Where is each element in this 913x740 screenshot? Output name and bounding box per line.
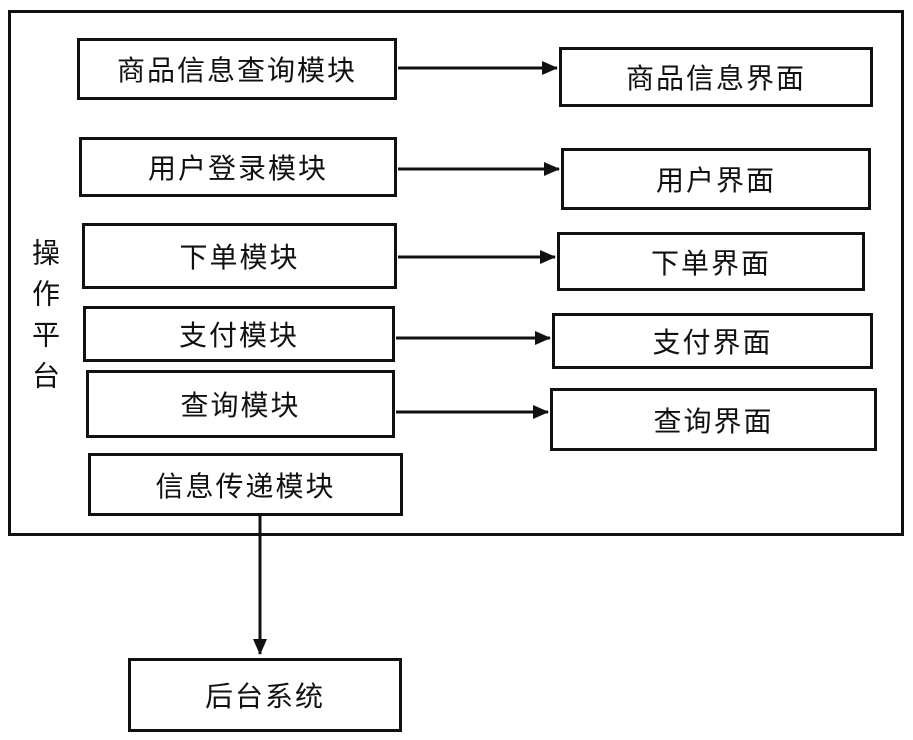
payment-module-label: 支付模块 <box>178 321 299 352</box>
user-interface-box: 用户界面 <box>561 148 871 210</box>
user-login-module-box: 用户登录模块 <box>79 137 397 197</box>
query-module-box: 查询模块 <box>86 370 395 438</box>
query-module-label: 查询模块 <box>180 391 301 422</box>
backend-system-box: 后台系统 <box>128 658 402 732</box>
user-login-module-label: 用户登录模块 <box>147 154 328 185</box>
product-info-query-module-box: 商品信息查询模块 <box>77 38 397 100</box>
operation-platform-label: 操作平台 <box>28 238 59 402</box>
product-info-interface-label: 商品信息界面 <box>625 64 806 95</box>
order-interface-box: 下单界面 <box>557 232 865 291</box>
info-transfer-module-box: 信息传递模块 <box>88 453 403 516</box>
product-info-query-module-label: 商品信息查询模块 <box>116 56 357 87</box>
user-interface-label: 用户界面 <box>655 166 776 197</box>
payment-interface-box: 支付界面 <box>552 313 873 369</box>
backend-system-label: 后台系统 <box>204 682 325 713</box>
order-module-box: 下单模块 <box>82 223 397 289</box>
order-module-label: 下单模块 <box>179 243 300 274</box>
payment-interface-label: 支付界面 <box>652 328 773 359</box>
order-interface-label: 下单界面 <box>650 248 771 280</box>
query-interface-label: 查询界面 <box>653 406 774 438</box>
product-info-interface-box: 商品信息界面 <box>559 47 873 107</box>
query-interface-box: 查询界面 <box>550 388 877 451</box>
info-transfer-module-label: 信息传递模块 <box>155 471 336 503</box>
payment-module-box: 支付模块 <box>83 306 395 362</box>
